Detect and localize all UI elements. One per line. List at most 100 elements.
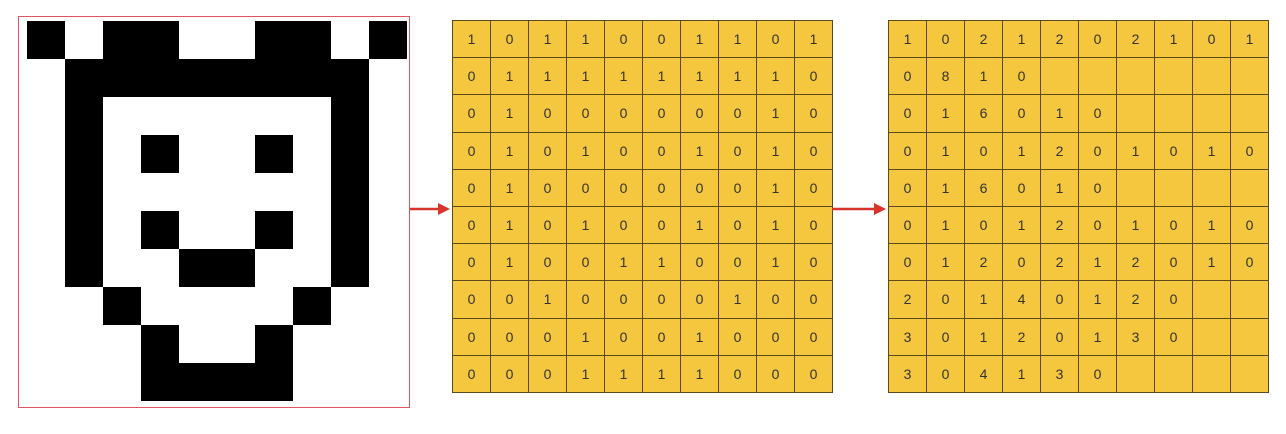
pixel bbox=[27, 249, 65, 287]
binary-cell: 0 bbox=[718, 317, 756, 355]
binary-cell: 1 bbox=[642, 57, 680, 95]
binary-cell: 0 bbox=[680, 280, 718, 318]
pixel bbox=[369, 363, 407, 401]
encoded-cell: 0 bbox=[1002, 94, 1040, 132]
binary-cell: 1 bbox=[680, 205, 718, 244]
encoded-cell: 2 bbox=[1040, 131, 1078, 169]
pixel bbox=[179, 325, 217, 363]
encoded-cell: 1 bbox=[1116, 131, 1154, 169]
binary-cell: 1 bbox=[490, 57, 528, 95]
binary-cell: 0 bbox=[452, 280, 490, 318]
binary-cell: 0 bbox=[490, 280, 528, 318]
encoded-cell: 6 bbox=[964, 94, 1002, 132]
pixel bbox=[103, 249, 141, 287]
binary-cell: 0 bbox=[490, 317, 528, 355]
binary-cell: 0 bbox=[642, 205, 680, 244]
pixel bbox=[141, 287, 179, 325]
encoded-cell: 0 bbox=[926, 317, 964, 355]
pixel bbox=[141, 363, 179, 401]
pixel bbox=[293, 173, 331, 211]
encoded-cell: 1 bbox=[1002, 205, 1040, 244]
encoded-cell: 1 bbox=[964, 280, 1002, 318]
arrow-right-icon bbox=[832, 203, 886, 215]
binary-cell: 1 bbox=[604, 354, 642, 392]
encoded-cell: 0 bbox=[1002, 243, 1040, 281]
binary-cell: 1 bbox=[566, 57, 604, 95]
encoded-cell bbox=[1192, 168, 1230, 206]
pixel bbox=[331, 211, 369, 249]
encoded-cell: 1 bbox=[888, 20, 926, 58]
pixel bbox=[27, 59, 65, 97]
encoded-cell: 1 bbox=[1002, 354, 1040, 392]
pixel bbox=[369, 173, 407, 211]
pixel bbox=[141, 211, 179, 249]
pixel bbox=[255, 173, 293, 211]
pixel bbox=[255, 287, 293, 325]
binary-cell: 1 bbox=[604, 57, 642, 95]
encoded-cell: 4 bbox=[1002, 280, 1040, 318]
pixel bbox=[293, 135, 331, 173]
encoded-cell: 3 bbox=[888, 354, 926, 392]
encoded-cell: 1 bbox=[1040, 168, 1078, 206]
encoded-cell: 0 bbox=[1078, 354, 1116, 392]
pixel bbox=[293, 249, 331, 287]
pixel bbox=[369, 97, 407, 135]
pixel bbox=[141, 325, 179, 363]
encoded-cell: 1 bbox=[1002, 20, 1040, 58]
binary-cell: 1 bbox=[490, 168, 528, 206]
binary-cell: 0 bbox=[794, 317, 832, 355]
encoded-cell: 2 bbox=[1040, 205, 1078, 244]
pixel bbox=[65, 325, 103, 363]
encoded-cell bbox=[1230, 354, 1268, 392]
binary-cell: 0 bbox=[566, 94, 604, 132]
encoded-cell: 3 bbox=[1040, 354, 1078, 392]
encoded-cell: 2 bbox=[964, 20, 1002, 58]
pixel bbox=[141, 135, 179, 173]
binary-cell: 0 bbox=[794, 354, 832, 392]
encoded-cell: 1 bbox=[1192, 243, 1230, 281]
binary-cell: 0 bbox=[756, 317, 794, 355]
encoded-cell bbox=[1192, 317, 1230, 355]
encoded-cell: 0 bbox=[1192, 20, 1230, 58]
binary-cell: 0 bbox=[794, 280, 832, 318]
encoded-cell: 0 bbox=[888, 57, 926, 95]
encoded-cell: 1 bbox=[926, 94, 964, 132]
pixel bbox=[179, 97, 217, 135]
encoded-cell: 0 bbox=[1002, 57, 1040, 95]
binary-cell: 0 bbox=[718, 168, 756, 206]
encoded-cell bbox=[1230, 317, 1268, 355]
encoded-cell: 1 bbox=[1040, 94, 1078, 132]
pixel bbox=[179, 249, 217, 287]
binary-cell: 0 bbox=[566, 280, 604, 318]
pixel bbox=[293, 97, 331, 135]
pixel bbox=[255, 363, 293, 401]
pixel-image bbox=[27, 21, 407, 401]
encoded-cell: 0 bbox=[1230, 131, 1268, 169]
pixel bbox=[103, 287, 141, 325]
pixel bbox=[65, 97, 103, 135]
binary-cell: 1 bbox=[756, 243, 794, 281]
encoded-cell: 3 bbox=[1116, 317, 1154, 355]
pixel bbox=[65, 21, 103, 59]
binary-cell: 0 bbox=[794, 94, 832, 132]
pixel bbox=[331, 363, 369, 401]
pixel bbox=[331, 59, 369, 97]
pixel bbox=[179, 21, 217, 59]
pixel bbox=[331, 249, 369, 287]
binary-cell: 1 bbox=[756, 131, 794, 169]
encoded-cell bbox=[1154, 94, 1192, 132]
encoded-cell: 1 bbox=[1078, 243, 1116, 281]
binary-cell: 0 bbox=[604, 94, 642, 132]
binary-cell: 0 bbox=[756, 20, 794, 58]
pixel bbox=[65, 287, 103, 325]
binary-cell: 0 bbox=[452, 94, 490, 132]
binary-cell: 1 bbox=[756, 94, 794, 132]
encoded-cell bbox=[1116, 354, 1154, 392]
pixel bbox=[103, 363, 141, 401]
pixel bbox=[103, 173, 141, 211]
binary-cell: 0 bbox=[528, 205, 566, 244]
encoded-cell bbox=[1192, 354, 1230, 392]
pixel bbox=[103, 135, 141, 173]
encoded-cell bbox=[1078, 57, 1116, 95]
